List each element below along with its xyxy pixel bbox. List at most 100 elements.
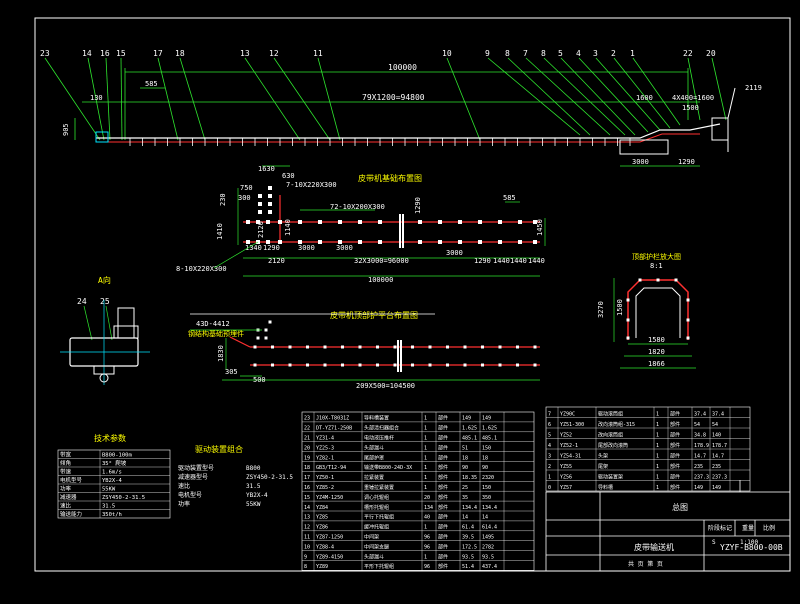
- bom-left-cell: YZ50-1: [316, 475, 334, 481]
- dim-plan-1140: 1140: [284, 219, 292, 236]
- foundation-node: [298, 220, 302, 224]
- drive-param-value: YB2X-4: [246, 492, 268, 499]
- foundation-node: [378, 220, 382, 224]
- dim-plan-585: 585: [503, 194, 516, 202]
- bom-right-cell: 1: [656, 422, 659, 428]
- guard-rail-node: [656, 278, 660, 282]
- title-block-scale-label: 比例: [763, 524, 775, 532]
- bom-right-cell: YZ90C: [560, 411, 575, 417]
- platform-node: [446, 363, 449, 367]
- bom-left-cell: 槽形托辊组: [364, 504, 389, 511]
- bom-left-cell: DT-YZ71-250B: [316, 426, 352, 432]
- bom-right-cell: YZ52-1: [560, 443, 578, 449]
- detail-dim-1820: 1820: [648, 348, 665, 356]
- bom-left-cell: 部件: [438, 474, 448, 481]
- foundation-node: [268, 210, 272, 214]
- bom-left-cell: YZ85: [316, 515, 328, 521]
- platform-node: [463, 363, 467, 367]
- bom-left-cell: 20: [304, 445, 310, 451]
- bom-left-cell: 1.625: [482, 426, 497, 432]
- section-dim-305: 305: [225, 368, 238, 376]
- bom-right-cell: 部件: [670, 473, 680, 480]
- dim-plan-1440b: 1440: [510, 257, 527, 265]
- foundation-node: [518, 240, 522, 244]
- side-view: A向 24 25: [60, 275, 150, 385]
- foundation-node: [458, 220, 462, 224]
- dim-1500: 1500: [682, 104, 699, 112]
- platform-node: [341, 363, 344, 367]
- bom-right-cell: 1: [656, 464, 659, 470]
- title-block-scale: 1:100: [740, 539, 758, 546]
- foundation-node: [318, 240, 322, 244]
- bom-left-cell: 部件: [438, 563, 448, 570]
- bom-right-cell: 235: [694, 464, 703, 470]
- bom-right-cell: 2: [548, 464, 551, 470]
- foundation-node: [438, 220, 442, 224]
- foundation-node: [498, 240, 502, 244]
- bom-left-cell: 部件: [438, 504, 448, 511]
- bom-left-cell: 61.4: [462, 525, 474, 531]
- detail-dim-3270: 3270: [597, 301, 605, 318]
- guard-rail-node: [686, 298, 690, 302]
- guard-rail-node: [626, 318, 630, 322]
- bom-left-cell: 部件: [438, 553, 448, 560]
- bom-right-cell: 140: [712, 432, 721, 438]
- conveyor-frame: [95, 87, 736, 155]
- bom-left-cell: 重锤拉紧装置: [364, 484, 394, 491]
- bom-left-cell: 1: [424, 525, 427, 531]
- bom-right-cell: YZ57: [560, 485, 572, 491]
- bom-left-cell: YZ85-2: [316, 485, 334, 491]
- bom-right-cell: 4: [548, 443, 551, 449]
- bom-left-cell: 8: [304, 564, 307, 570]
- platform-node: [428, 345, 432, 349]
- bom-right-cell: 头架: [598, 452, 608, 459]
- platform-node: [358, 363, 362, 367]
- bom-left-cell: 中间架支腿: [364, 543, 389, 550]
- callout-13: 13: [240, 49, 250, 58]
- bom-left-cell: 1: [424, 445, 427, 451]
- bom-left-cell: 尾部护罩: [364, 454, 384, 461]
- guard-rail-node: [626, 298, 630, 302]
- bom-left-cell: 头部漏斗: [364, 553, 384, 560]
- dim-1600: 1600: [636, 94, 653, 102]
- callout-17: 17: [153, 49, 163, 58]
- tech-param-cell: 输送能力: [60, 510, 82, 518]
- bom-left-cell: 25: [462, 485, 468, 491]
- dim-plan-1440a: 1440: [493, 257, 510, 265]
- callout-leaders: [44, 57, 727, 141]
- bom-left-cell: 部件: [438, 415, 448, 422]
- bom-left-cell: 22: [304, 426, 310, 432]
- bom-right-cell: 部件: [670, 442, 680, 449]
- side-callout-24: 24: [77, 297, 87, 306]
- drive-unit: [711, 117, 729, 141]
- bom-right-cell: 部件: [670, 421, 680, 428]
- bom-right-cell: 1: [656, 411, 659, 417]
- bom-right-cell: 6: [548, 422, 551, 428]
- bom-left-cell: 12: [304, 525, 310, 531]
- bom-left-cell: 134.4: [482, 505, 497, 511]
- bom-left-cell: 93.5: [462, 554, 474, 560]
- dim-2119: 2119: [745, 84, 762, 92]
- title-block-sheet: 共 页 第 页: [628, 560, 663, 568]
- platform-node: [288, 363, 292, 367]
- bom-left-cell: 14: [482, 515, 488, 521]
- bom-right-cell: 尾架: [598, 464, 608, 470]
- bom-left-cell: 1495: [482, 535, 494, 541]
- plan-view-title: 皮带机基础布置图: [358, 173, 422, 183]
- bom-right-cell: 部件: [670, 431, 680, 438]
- bom-right-cell: 部件: [670, 484, 680, 491]
- bom-left-cell: YZ84: [316, 505, 328, 511]
- bom-left-cell: 平形下托辊组: [364, 563, 394, 570]
- foundation-node: [268, 194, 272, 198]
- bom-left-cell: 485.1: [462, 436, 477, 442]
- bom-right-cell: 尾部改向滚筒: [598, 442, 628, 449]
- bom-right-cell: 驱动滚筒组: [598, 410, 623, 417]
- foundation-node: [338, 240, 342, 244]
- bom-right-cell: 34.8: [694, 432, 706, 438]
- bom-left-cell: 18.35: [462, 475, 477, 481]
- platform-node: [516, 363, 519, 367]
- detail-dim-1580: 1580: [648, 336, 665, 344]
- dim-plan-100000: 100000: [368, 276, 393, 284]
- bom-right-cell: 237.3: [694, 474, 709, 480]
